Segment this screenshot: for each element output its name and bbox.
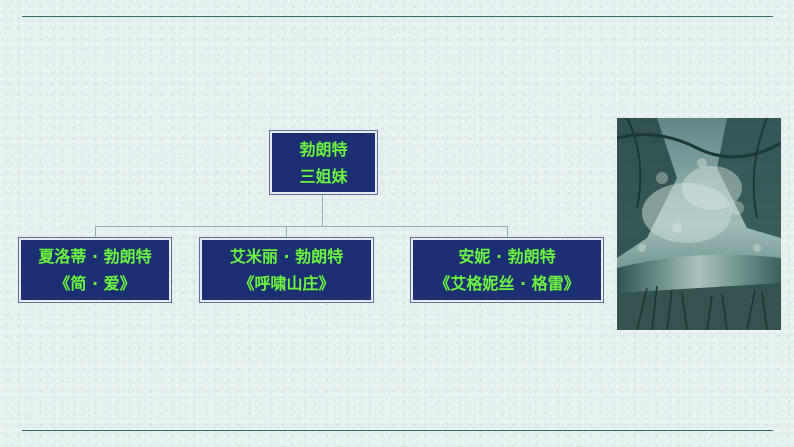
child-node-charlotte: 夏洛蒂 · 勃朗特 《简 · 爱》 <box>18 237 172 303</box>
emily-work: 《呼啸山庄》 <box>238 274 335 293</box>
connector-root-down <box>322 194 323 226</box>
charlotte-work: 《简 · 爱》 <box>54 274 136 293</box>
root-label-line2: 三姐妹 <box>299 166 348 186</box>
emily-name: 艾米丽 · 勃朗特 <box>229 247 344 266</box>
connector-to-charlotte <box>95 226 96 238</box>
bottom-divider <box>22 430 773 431</box>
connector-horizontal-bar <box>95 226 508 227</box>
connector-to-anne <box>507 226 508 238</box>
connector-to-emily <box>286 226 287 238</box>
forest-stream-photo <box>617 118 781 330</box>
root-label-line1: 勃朗特 <box>299 139 348 159</box>
charlotte-name: 夏洛蒂 · 勃朗特 <box>38 247 152 266</box>
child-node-anne: 安妮 · 勃朗特 《艾格妮丝 · 格雷》 <box>410 237 604 303</box>
anne-name: 安妮 · 勃朗特 <box>458 247 556 266</box>
anne-work: 《艾格妮丝 · 格雷》 <box>434 274 580 293</box>
top-divider <box>22 16 773 17</box>
child-node-emily: 艾米丽 · 勃朗特 《呼啸山庄》 <box>199 237 374 303</box>
root-node-bronte-sisters: 勃朗特 三姐妹 <box>269 130 378 195</box>
